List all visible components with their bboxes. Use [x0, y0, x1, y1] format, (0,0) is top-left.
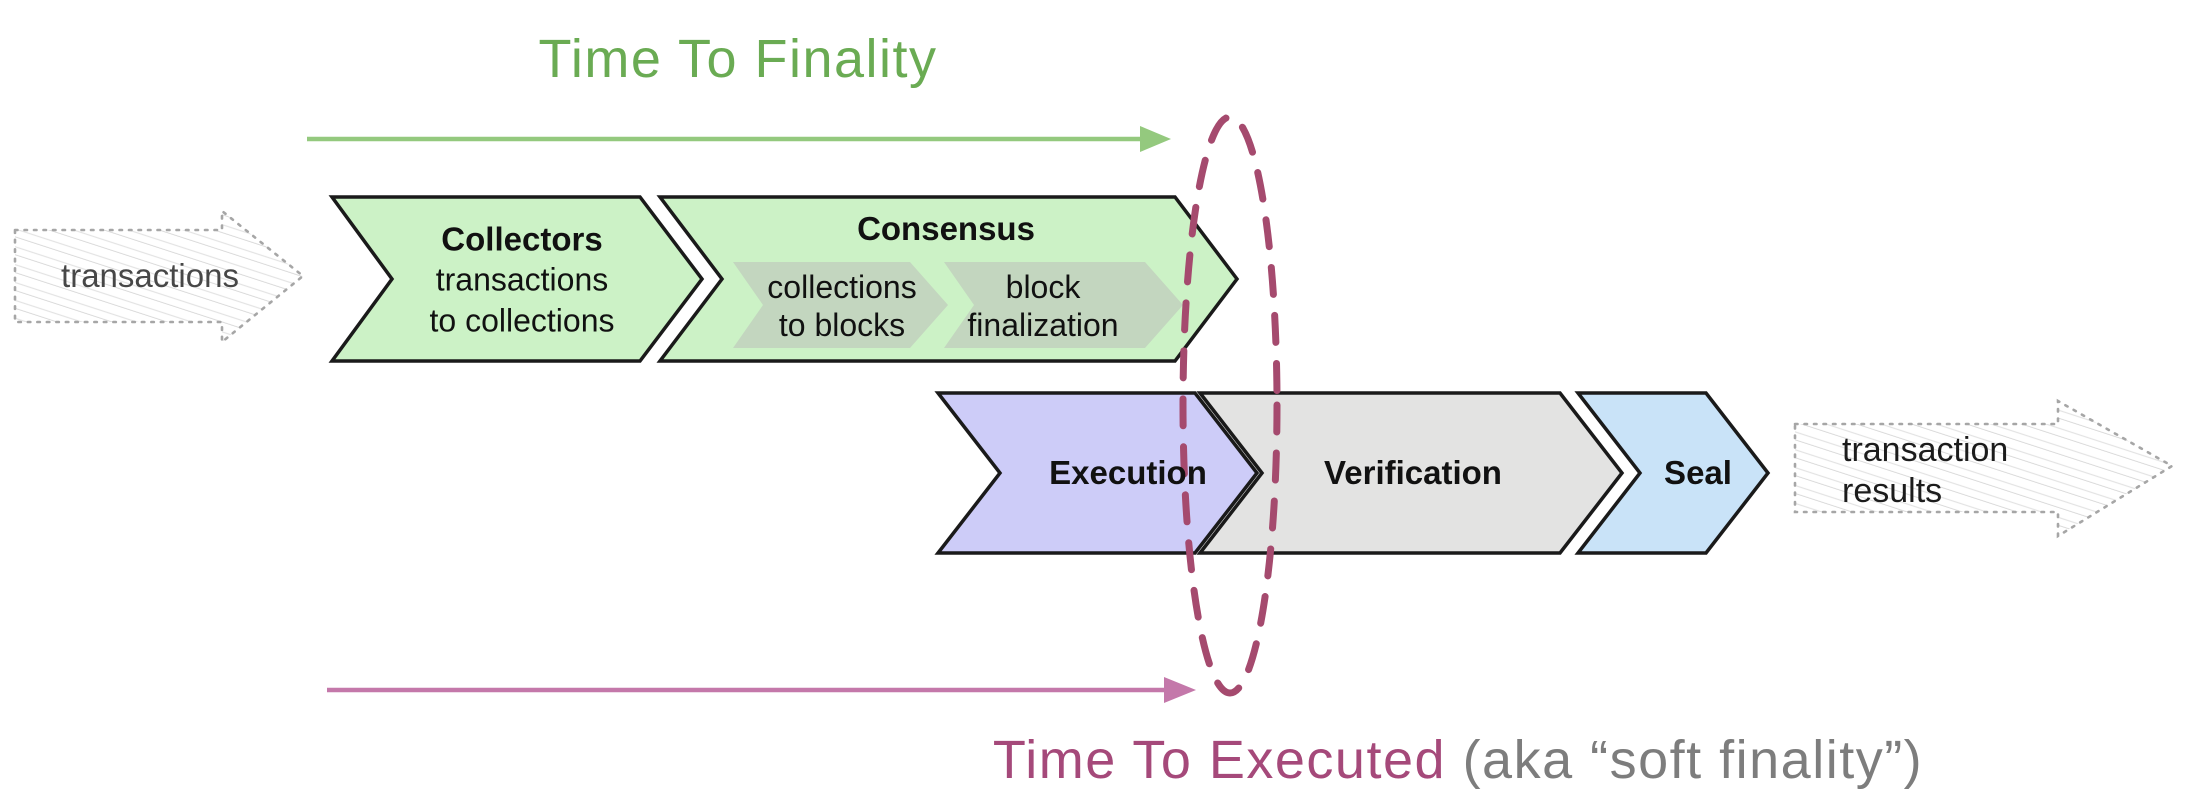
transaction-results-line1: transaction: [1842, 431, 2009, 469]
transaction-results-line2: results: [1842, 472, 1943, 510]
seal-title: Seal: [1664, 454, 1732, 491]
transaction-results-label: transaction results: [1842, 430, 2008, 512]
soft-finality-note: (aka “soft finality”): [1462, 730, 1924, 790]
collectors-stage-label: Collectors transactions to collections: [430, 219, 615, 342]
collections-to-blocks-label: collections to blocks: [767, 268, 916, 344]
block-finalization-line1: block: [1005, 269, 1081, 305]
time-to-finality-title: Time To Finality: [538, 29, 938, 89]
collections-to-blocks-line2: to blocks: [778, 307, 906, 343]
transactions-input-arrow-icon: [13, 208, 306, 345]
collections-to-blocks-line1: collections: [767, 269, 917, 305]
consensus-title: Consensus: [857, 210, 1035, 247]
verification-title: Verification: [1324, 454, 1502, 491]
block-finalization-label: block finalization: [967, 268, 1118, 344]
transactions-input-label: transactions: [61, 257, 239, 294]
time-to-finality-arrowhead-icon: [1140, 126, 1171, 152]
time-to-executed-arrowhead-icon: [1164, 677, 1196, 703]
collectors-chevron: [328, 195, 705, 363]
transactions-arrow-outline: [13, 208, 306, 345]
block-finalization-subchevron: [944, 262, 1183, 348]
seal-chevron: [1574, 391, 1771, 555]
execution-title: Execution: [1049, 454, 1207, 491]
collectors-line1: transactions: [435, 261, 609, 298]
execution-chevron: [934, 391, 1260, 555]
results-arrow-outline: [1793, 398, 2175, 539]
soft-finality-boundary-ellipse-icon: [1179, 113, 1281, 697]
collectors-title: Collectors: [441, 220, 603, 258]
collectors-line2: to collections: [429, 302, 615, 339]
collections-to-blocks-subchevron: [733, 262, 948, 348]
time-to-executed-arrow: [327, 677, 1196, 703]
time-to-finality-arrow: [307, 126, 1171, 152]
verification-chevron: [1196, 391, 1625, 555]
time-to-executed-text: Time To Executed: [992, 730, 1447, 790]
block-finalization-line2: finalization: [967, 307, 1119, 343]
time-to-executed-title: Time To Executed (aka “soft finality”): [993, 729, 1923, 791]
transaction-results-output-arrow-icon: [1793, 398, 2175, 539]
